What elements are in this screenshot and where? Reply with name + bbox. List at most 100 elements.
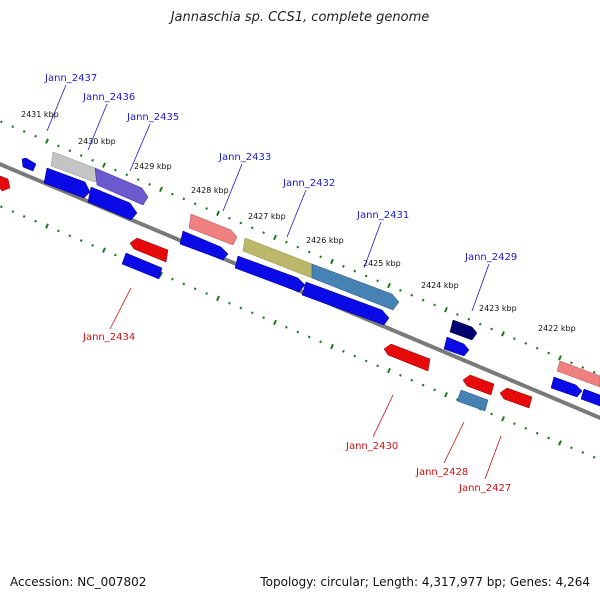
kbp-label: 2430 kbp [78, 137, 116, 146]
gene-arrow-reverse[interactable] [121, 252, 163, 280]
gene-arrow-forward[interactable] [43, 167, 91, 199]
scale-tick [376, 364, 379, 368]
scale-tick [148, 183, 151, 186]
scale-tick [524, 342, 528, 345]
gene-label-jann-2435[interactable]: Jann_2435 [126, 112, 179, 123]
scale-tick [228, 301, 231, 305]
gene-arrow-forward[interactable] [301, 281, 390, 326]
scale-tick [216, 295, 220, 302]
scale-tick [456, 313, 459, 316]
gene-label-jann-2427[interactable]: Jann_2427 [458, 483, 511, 494]
scale-tick [91, 243, 94, 247]
scale-tick [513, 422, 516, 425]
scale-tick [68, 234, 72, 238]
scale-tick [399, 289, 402, 292]
gene-arrow-forward[interactable] [556, 360, 600, 388]
gene-arrow-reverse[interactable] [499, 387, 533, 409]
gene-arrow-forward[interactable] [449, 319, 478, 341]
gene-arrow-reverse[interactable] [462, 374, 495, 396]
kbp-label: 2424 kbp [421, 281, 459, 290]
kbp-label: 2422 kbp [538, 324, 576, 333]
label-leader [129, 123, 151, 172]
gene-arrow-reverse[interactable] [456, 389, 489, 412]
gene-label-jann-2431[interactable]: Jann_2431 [356, 210, 409, 221]
accession-text: Accession: NC_007802 [10, 575, 147, 589]
gene-arrow-forward[interactable] [234, 255, 306, 293]
gene-arrow-forward[interactable] [94, 167, 149, 206]
label-leader [443, 421, 465, 464]
kbp-label: 2429 kbp [134, 162, 172, 171]
gene-label-jann-2434[interactable]: Jann_2434 [82, 332, 135, 343]
gene-arrow-reverse[interactable] [0, 175, 11, 192]
scale-tick [205, 292, 208, 295]
scale-tick [353, 354, 357, 358]
scale-tick [296, 245, 300, 249]
scale-tick [262, 316, 265, 319]
gene-arrow-reverse[interactable] [129, 237, 169, 263]
scale-tick [262, 231, 265, 234]
gene-label-jann-2429[interactable]: Jann_2429 [464, 252, 517, 263]
scale-tick [34, 219, 37, 223]
kbp-label: 2427 kbp [248, 212, 286, 221]
scale-tick [558, 440, 562, 446]
scale-tick [171, 277, 174, 281]
scale-tick [342, 264, 345, 268]
gene-label-jann-2428[interactable]: Jann_2428 [415, 467, 468, 478]
forward-tick-track [0, 120, 596, 374]
map-title: Jannaschia sp. CCS1, complete genome [170, 10, 430, 25]
genome-summary-text: Topology: circular; Length: 4,317,977 bp… [260, 575, 590, 589]
gene-label-jann-2433[interactable]: Jann_2433 [218, 152, 271, 163]
scale-tick [319, 255, 322, 259]
scale-tick [216, 210, 220, 217]
scale-tick [342, 349, 345, 353]
gene-arrow-forward[interactable] [188, 213, 238, 246]
gene-label-jann-2437[interactable]: Jann_2437 [44, 73, 97, 84]
scale-tick [513, 337, 516, 340]
scale-tick [330, 343, 334, 350]
scale-tick [433, 388, 436, 392]
gene-arrow-forward[interactable] [21, 157, 37, 172]
scale-tick [319, 340, 322, 344]
scale-tick [0, 120, 3, 124]
scale-tick [11, 125, 15, 128]
gene-arrow-forward[interactable] [87, 186, 138, 221]
kbp-label: 2431 kbp [21, 110, 59, 119]
scale-tick [581, 366, 585, 369]
gene-arrow-forward[interactable] [580, 388, 600, 407]
scale-tick [285, 240, 288, 244]
gene-label-jann-2430[interactable]: Jann_2430 [345, 441, 398, 452]
scale-tick [239, 221, 243, 225]
scale-tick [205, 207, 208, 210]
scale-tick [34, 134, 37, 138]
scale-tick [136, 178, 140, 181]
scale-tick [296, 330, 300, 334]
scale-tick [114, 168, 117, 172]
scale-tick [79, 239, 83, 242]
label-leader [109, 287, 132, 330]
scale-tick [182, 197, 186, 201]
gene-arrow-forward[interactable] [443, 336, 470, 357]
scale-tick [547, 436, 550, 440]
gene-arrow-forward[interactable] [311, 263, 400, 311]
scale-tick [193, 287, 197, 291]
label-leader [363, 221, 382, 269]
scale-tick [171, 192, 174, 196]
gene-label-jann-2432[interactable]: Jann_2432 [282, 178, 335, 189]
scale-tick [102, 162, 106, 168]
scale-tick [125, 173, 129, 177]
label-leader [484, 435, 502, 480]
scale-tick [570, 361, 573, 365]
scale-tick [592, 455, 596, 459]
scale-tick [570, 446, 573, 450]
scale-tick [410, 293, 414, 297]
scale-tick [581, 451, 585, 454]
gene-arrow-reverse[interactable] [383, 343, 431, 372]
scale-tick [535, 346, 539, 350]
gene-arrow-forward[interactable] [179, 230, 229, 261]
scale-tick [490, 412, 493, 416]
gene-label-jann-2436[interactable]: Jann_2436 [82, 92, 135, 103]
scale-tick [307, 250, 311, 254]
gene-arrow-forward[interactable] [550, 376, 583, 398]
scale-tick [159, 186, 163, 192]
